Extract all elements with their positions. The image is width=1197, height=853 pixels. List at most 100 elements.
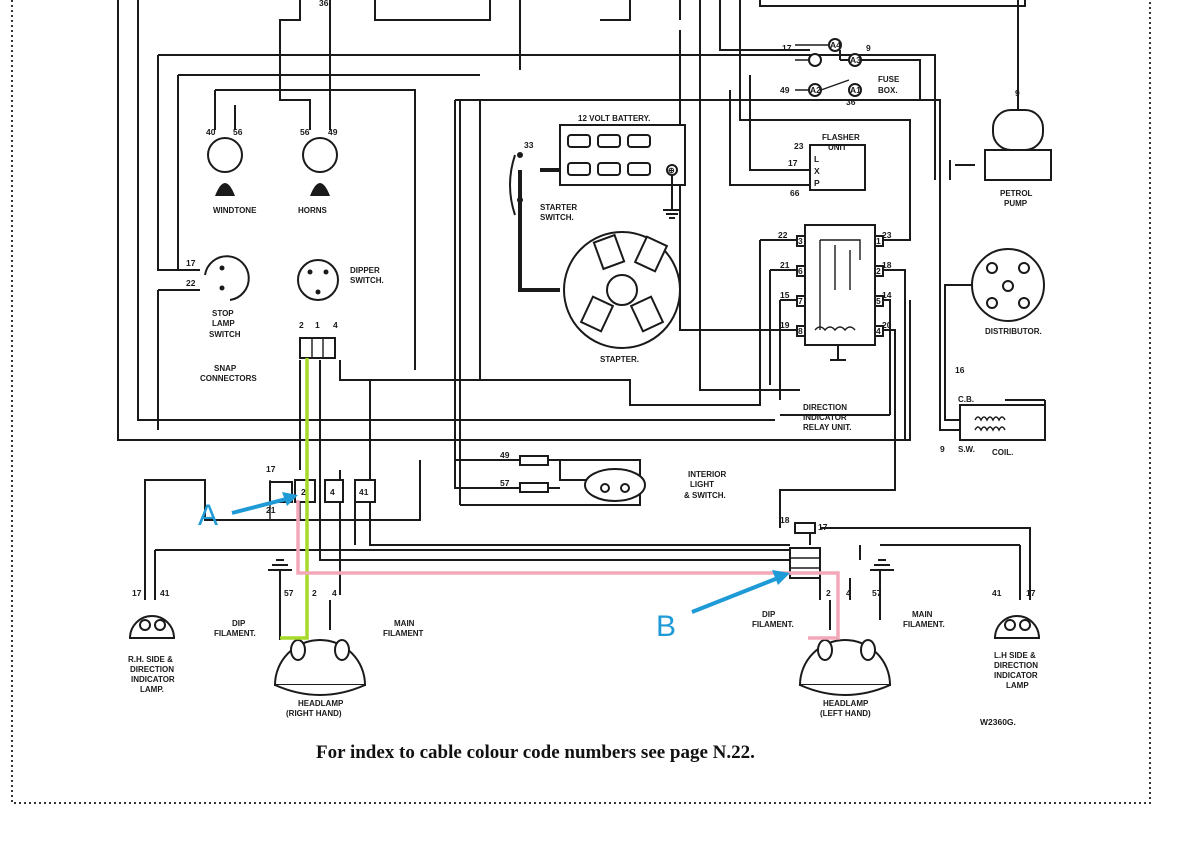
svg-text:21: 21: [266, 505, 276, 515]
dip-filament-rh-label-1: DIP: [232, 619, 246, 628]
svg-text:7: 7: [798, 296, 803, 306]
svg-text:A3: A3: [850, 55, 861, 65]
svg-text:2: 2: [876, 266, 881, 276]
coil-sw-label: S.W.: [958, 445, 975, 454]
svg-text:4: 4: [333, 320, 338, 330]
svg-text:9: 9: [1015, 88, 1020, 98]
svg-text:21: 21: [780, 260, 790, 270]
main-filament-lh-label-2: FILAMENT.: [903, 620, 945, 629]
snap-connectors-upper: [299, 337, 336, 359]
windtone-horn: [207, 137, 243, 196]
svg-text:23: 23: [882, 230, 892, 240]
horns-label: HORNS: [298, 206, 328, 215]
flasher-unit: L X P: [809, 144, 866, 191]
svg-text:5: 5: [876, 296, 881, 306]
rh-lamp-label-1: R.H. SIDE &: [128, 655, 173, 664]
svg-text:A4: A4: [830, 40, 841, 50]
coil-cb-label: C.B.: [958, 395, 974, 404]
headlamp-lh-label-2: (LEFT HAND): [820, 709, 871, 718]
svg-text:8: 8: [798, 326, 803, 336]
svg-text:17: 17: [266, 464, 276, 474]
headlamp-rh-label-2: (RIGHT HAND): [286, 709, 342, 718]
svg-text:2: 2: [301, 487, 306, 497]
petrol-pump-label-1: PETROL: [1000, 189, 1033, 198]
dipper-switch: [297, 259, 339, 301]
dip-filament-lh-label-2: FILAMENT.: [752, 620, 794, 629]
svg-text:56: 56: [300, 127, 310, 137]
petrol-pump-label-2: PUMP: [1004, 199, 1028, 208]
starter-label: STAPTER.: [600, 355, 639, 364]
interior-light-label-1: INTERIOR: [688, 470, 726, 479]
lh-side-indicator-lamp: [993, 615, 1041, 639]
fuse-18-17: [794, 522, 816, 534]
flasher-label-2: UNIT: [828, 143, 847, 152]
svg-text:17: 17: [782, 43, 792, 53]
svg-text:3: 3: [798, 236, 803, 246]
svg-text:9: 9: [940, 444, 945, 454]
battery: [559, 124, 686, 219]
interior-light: [584, 468, 646, 502]
flasher-label-1: FLASHER: [822, 133, 860, 142]
reference-code: W2360G.: [980, 717, 1016, 727]
svg-text:56: 56: [233, 127, 243, 137]
svg-text:15: 15: [780, 290, 790, 300]
svg-text:18: 18: [780, 515, 790, 525]
interior-light-label-3: & SWITCH.: [684, 491, 726, 500]
main-filament-lh-label-1: MAIN: [912, 610, 933, 619]
svg-text:4: 4: [876, 326, 881, 336]
svg-text:L: L: [814, 154, 819, 164]
svg-text:49: 49: [500, 450, 510, 460]
dip-filament-rh-label-2: FILAMENT.: [214, 629, 256, 638]
svg-text:A1: A1: [850, 85, 861, 95]
svg-text:41: 41: [992, 588, 1002, 598]
svg-text:49: 49: [328, 127, 338, 137]
svg-text:X: X: [814, 166, 820, 176]
starter-motor: [563, 231, 681, 349]
coil-label: COIL.: [992, 448, 1013, 457]
arrow-head-b: [772, 570, 790, 585]
relay-label-2: INDICATOR: [803, 413, 847, 422]
headlamp-lh-label-1: HEADLAMP: [823, 699, 869, 708]
green-highlight-wire: [280, 358, 309, 640]
battery-label: 12 VOLT BATTERY.: [578, 114, 650, 123]
interior-fuse-57: [519, 482, 549, 493]
callout-label-a: A: [198, 499, 218, 532]
svg-text:14: 14: [882, 290, 892, 300]
fuse-box-label-1: FUSE: [878, 75, 900, 84]
rh-lamp-label-4: LAMP.: [140, 685, 164, 694]
headlamp-right-hand: [268, 559, 367, 696]
dip-filament-lh-label-1: DIP: [762, 610, 776, 619]
svg-text:17: 17: [818, 522, 828, 532]
svg-text:4: 4: [330, 487, 335, 497]
rh-lamp-label-3: INDICATOR: [131, 675, 175, 684]
battery-terminal: ⊕: [668, 166, 675, 175]
interior-light-label-2: LIGHT: [690, 480, 714, 489]
svg-text:1: 1: [315, 320, 320, 330]
fuse-box-label-2: BOX.: [878, 86, 898, 95]
lh-lamp-label-4: LAMP: [1006, 681, 1029, 690]
lh-lamp-label-1: L.H SIDE &: [994, 651, 1036, 660]
svg-text:19: 19: [780, 320, 790, 330]
starter-switch-label-1: STARTER: [540, 203, 577, 212]
relay-label-3: RELAY UNIT.: [803, 423, 851, 432]
svg-text:17: 17: [1026, 588, 1036, 598]
fuse-box: A4 A3 A2 A1: [795, 38, 862, 97]
petrol-pump: [984, 109, 1052, 181]
stop-lamp-label-3: SWITCH: [209, 330, 241, 339]
svg-text:36: 36: [319, 0, 329, 8]
lh-lamp-label-3: INDICATOR: [994, 671, 1038, 680]
svg-text:A2: A2: [810, 85, 821, 95]
svg-text:1: 1: [876, 236, 881, 246]
snap-connector-2: [294, 479, 316, 503]
headlamp-left-hand: [798, 559, 894, 696]
rh-lamp-label-2: DIRECTION: [130, 665, 174, 674]
callout-arrow-a: [231, 496, 291, 515]
arrow-head-a: [282, 492, 298, 506]
caption: For index to cable colour code numbers s…: [316, 742, 755, 763]
dipper-label-1: DIPPER: [350, 266, 380, 275]
svg-text:36: 36: [846, 97, 856, 107]
battery-cable: [518, 168, 570, 292]
interior-fuse-49: [519, 455, 549, 466]
svg-text:49: 49: [780, 85, 790, 95]
